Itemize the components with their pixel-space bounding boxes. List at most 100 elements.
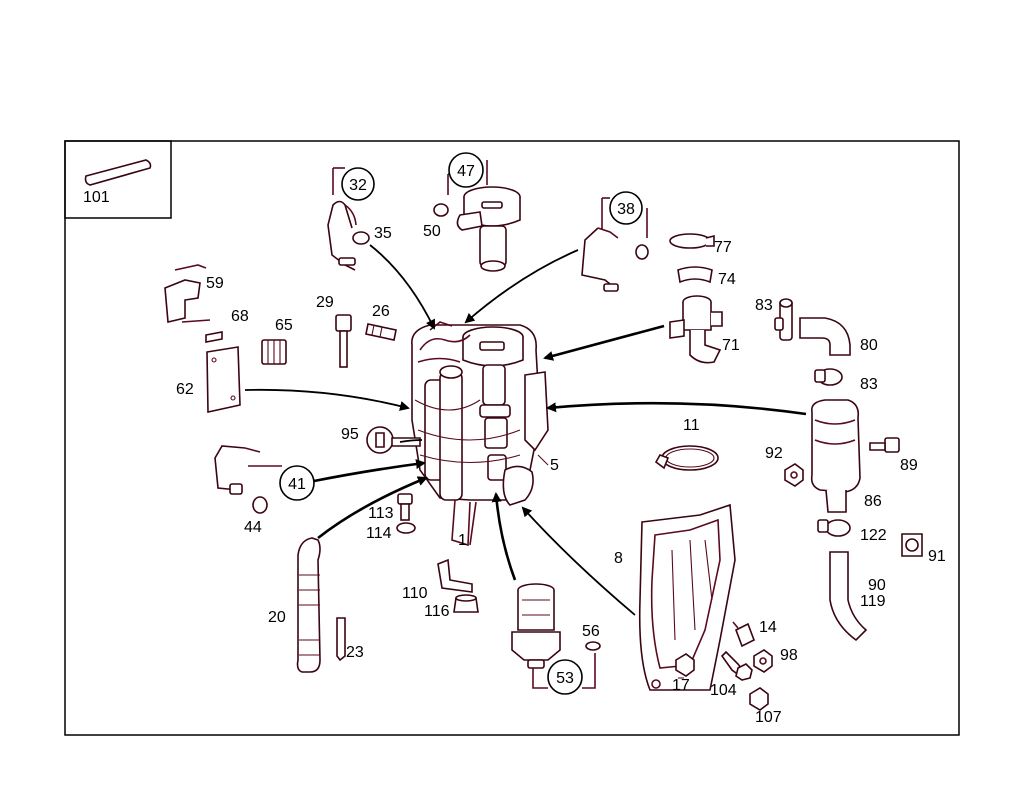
label-113: 113 — [368, 505, 394, 522]
part-89-bolt — [869, 437, 900, 453]
pointer-53-to-assembly — [491, 492, 517, 581]
label-114: 114 — [366, 525, 392, 542]
label-101: 101 — [83, 189, 110, 206]
part-38-oring — [635, 244, 649, 260]
callout-47 — [448, 152, 484, 188]
label-38: 38 — [617, 201, 635, 218]
label-11: 11 — [683, 417, 700, 434]
part-62-plate — [206, 346, 241, 413]
part-29-sensor — [335, 314, 352, 368]
label-50: 50 — [423, 223, 441, 240]
label-92: 92 — [765, 445, 783, 462]
label-77: 77 — [714, 239, 732, 256]
pointer-62-to-assembly — [244, 388, 410, 411]
label-68: 68 — [231, 308, 249, 325]
label-98: 98 — [780, 647, 798, 664]
label-47: 47 — [457, 163, 475, 180]
part-77-clamp — [669, 233, 715, 249]
part-20-hose — [296, 537, 321, 673]
part-113-bolt — [397, 493, 413, 521]
label-23: 23 — [346, 644, 364, 661]
part-59-bracket — [164, 264, 211, 323]
label-90: 90 — [868, 577, 886, 594]
label-119: 119 — [860, 593, 886, 610]
part-71-valve — [669, 295, 723, 364]
label-89: 89 — [900, 457, 918, 474]
label-41: 41 — [288, 476, 306, 493]
part-11-clamp — [654, 445, 719, 471]
part-53-actuator — [511, 583, 561, 669]
label-8: 8 — [614, 550, 623, 567]
label-71: 71 — [722, 337, 740, 354]
label-110: 110 — [402, 585, 428, 602]
part-26-nozzle — [365, 323, 397, 341]
pointer-95-to-assembly — [399, 439, 423, 443]
pointer-38-to-assembly — [464, 249, 579, 324]
part-122-clamp — [817, 519, 851, 537]
label-5: 5 — [550, 457, 559, 474]
part-23-clip — [336, 617, 346, 662]
part-101-hose — [84, 159, 152, 186]
part-65-connector — [261, 339, 287, 365]
part-35-oring — [352, 231, 370, 245]
part-116-nut — [453, 594, 479, 613]
pointer-32-to-assembly — [369, 244, 435, 330]
label-122: 122 — [860, 527, 887, 544]
label-20: 20 — [268, 609, 286, 626]
label-29: 29 — [316, 294, 334, 311]
label-17: 17 — [672, 677, 690, 694]
central-assembly — [411, 321, 549, 547]
inset-box — [64, 140, 172, 219]
pointer-20-to-assembly — [317, 476, 428, 540]
part-44-oring — [252, 496, 268, 514]
label-59: 59 — [206, 275, 224, 292]
part-80-elbow — [799, 317, 851, 356]
label-32: 32 — [349, 177, 367, 194]
label-83-top: 83 — [755, 297, 773, 314]
label-91: 91 — [928, 548, 946, 565]
pointer-8-to-assembly — [521, 506, 636, 616]
pointer-41-to-assembly — [313, 459, 426, 483]
part-86-silencer — [810, 399, 861, 513]
label-1: 1 — [458, 532, 467, 549]
part-41-pipe — [214, 445, 261, 495]
label-107: 107 — [755, 709, 782, 726]
part-90-hose — [829, 551, 868, 642]
part-68-screw — [205, 331, 223, 343]
label-56: 56 — [582, 623, 600, 640]
diagram-frame — [64, 140, 960, 736]
label-14: 14 — [759, 619, 777, 636]
callout-32 — [341, 167, 375, 201]
label-44: 44 — [244, 519, 262, 536]
part-83-clamp-lower — [814, 368, 843, 386]
part-14-sensor — [732, 621, 756, 648]
label-74: 74 — [718, 271, 736, 288]
label-104: 104 — [710, 682, 737, 699]
label-26: 26 — [372, 303, 390, 320]
part-50-oring — [433, 203, 449, 217]
part-92-nut — [784, 463, 804, 487]
label-83-lower: 83 — [860, 376, 878, 393]
label-116: 116 — [424, 603, 450, 620]
part-83-clamp-top — [774, 298, 793, 341]
part-47-pump — [456, 186, 521, 272]
label-53: 53 — [556, 670, 574, 687]
callout-53 — [547, 659, 583, 695]
label-65: 65 — [275, 317, 293, 334]
pointer-71-to-assembly — [543, 324, 665, 361]
label-35: 35 — [374, 225, 392, 242]
part-74-band — [677, 266, 713, 284]
label-86: 86 — [864, 493, 882, 510]
part-104-screw — [720, 650, 753, 681]
callout-38 — [609, 191, 643, 225]
pointer-86-to-assembly — [546, 401, 807, 416]
part-98-nut — [753, 649, 773, 673]
label-62: 62 — [176, 381, 194, 398]
part-114-washer — [396, 522, 416, 534]
part-91-grommet — [901, 533, 923, 557]
part-107-nut — [749, 687, 769, 711]
part-110-bracket — [437, 558, 473, 593]
label-95: 95 — [341, 426, 359, 443]
part-17-nut — [675, 653, 695, 677]
